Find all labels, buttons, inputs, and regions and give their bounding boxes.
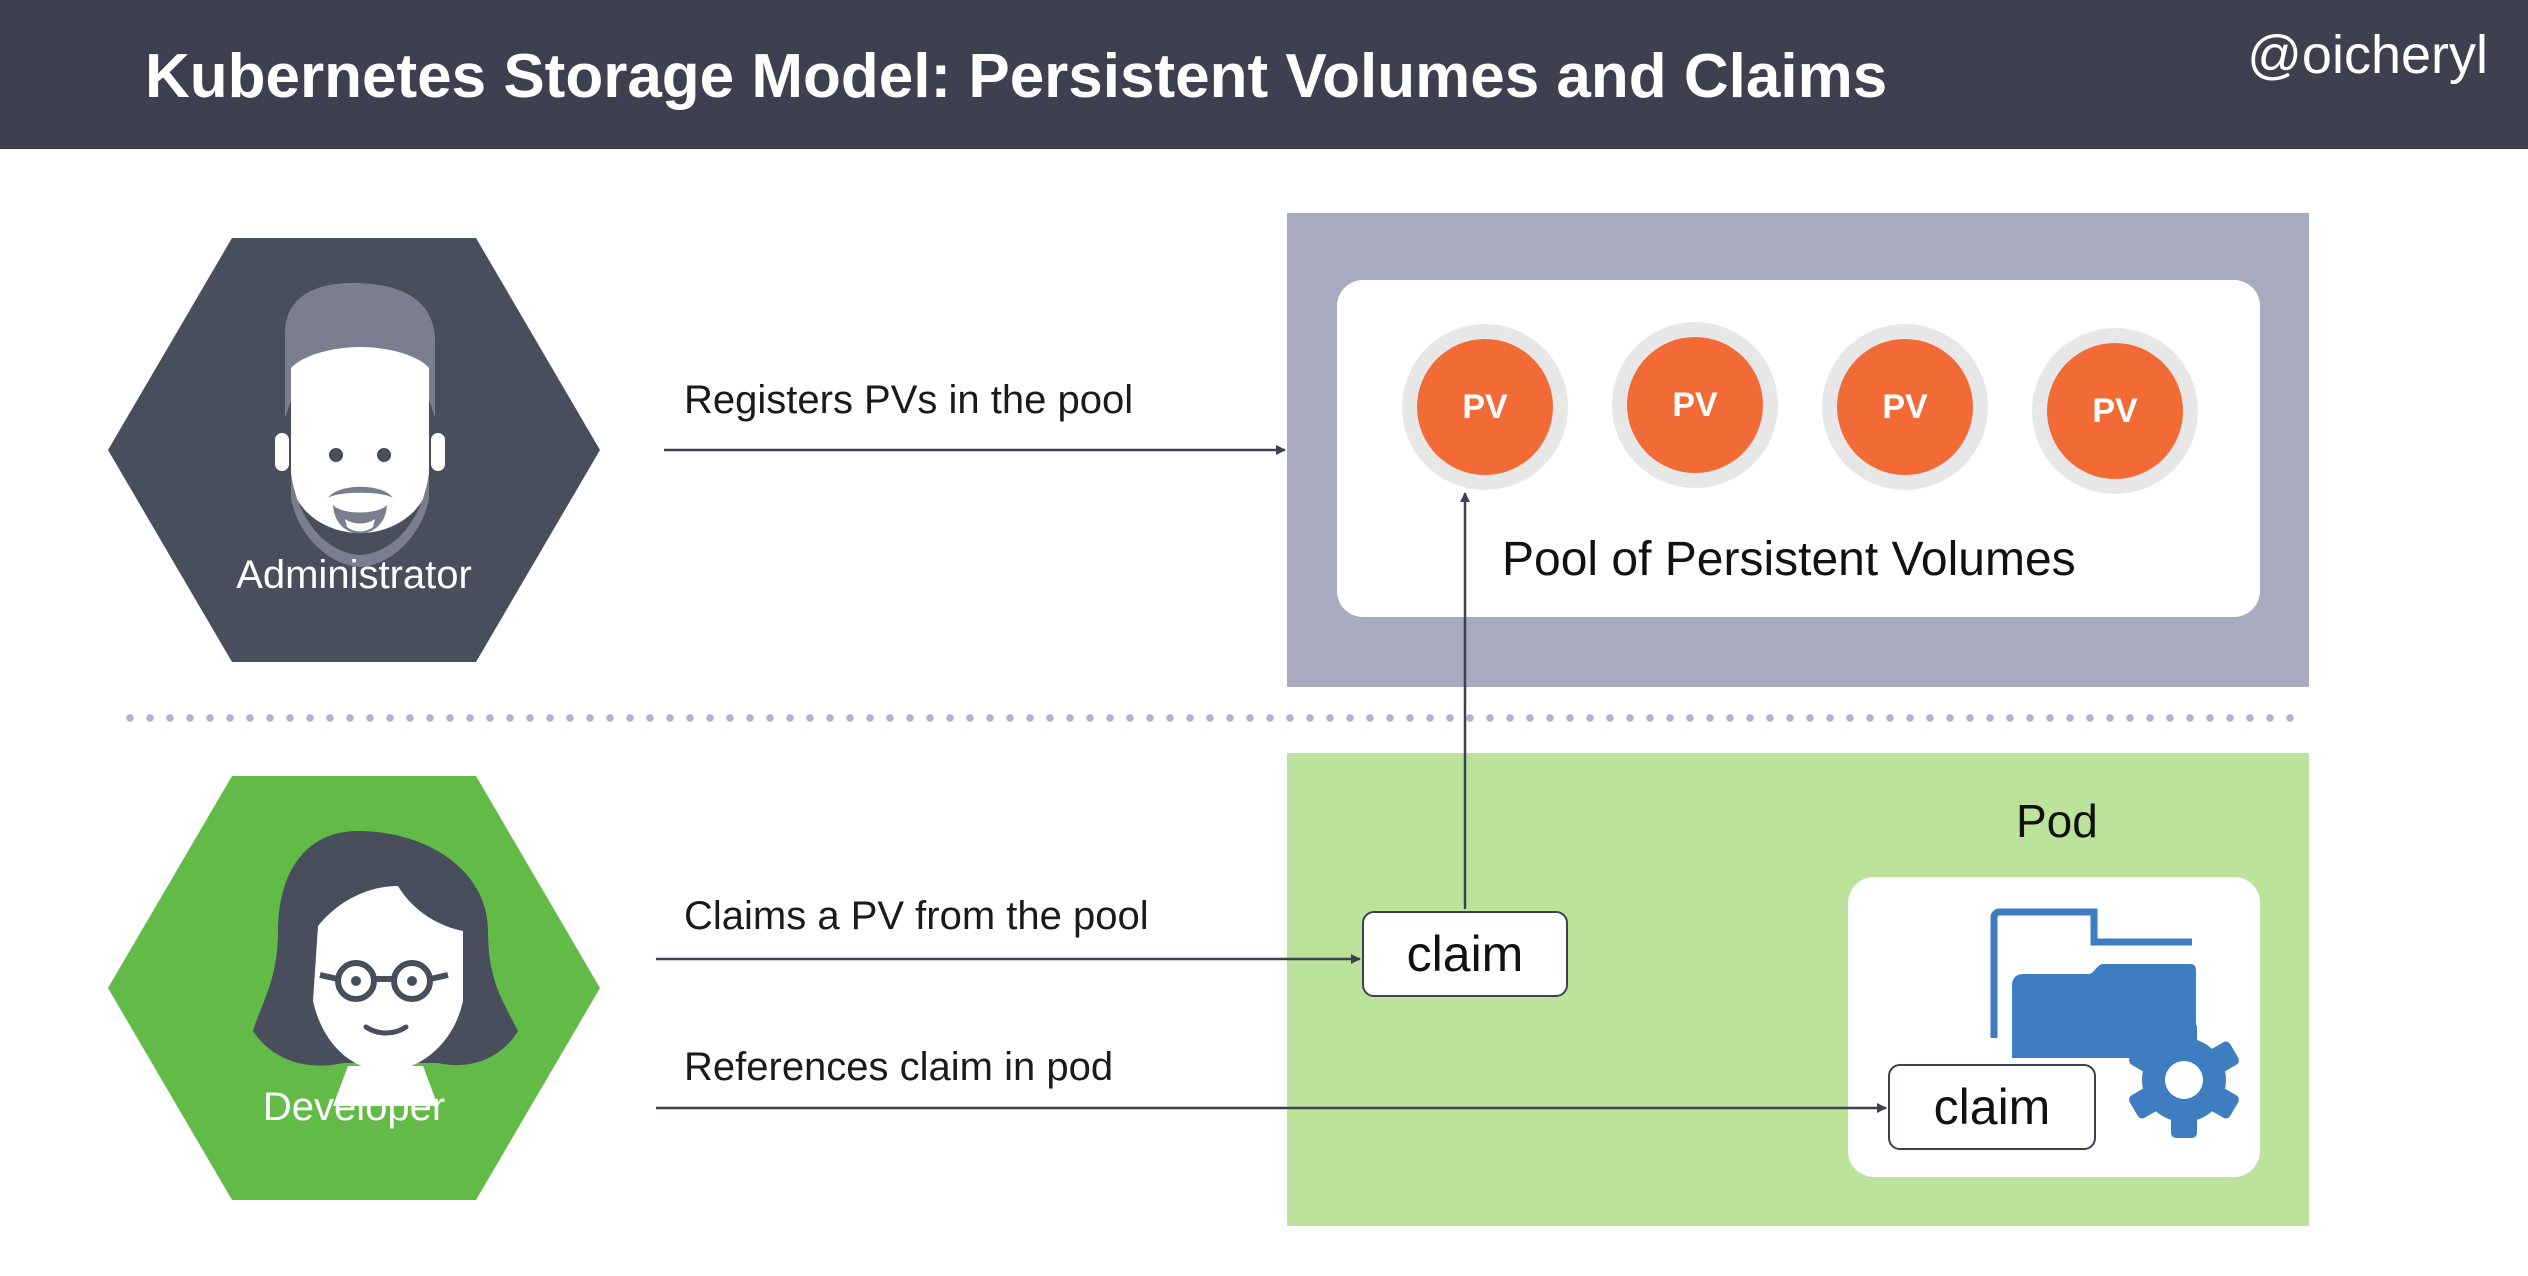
header-bar [0,0,2528,149]
pv-volume: PV [1402,324,1568,490]
section-divider [120,714,2300,722]
pod-claim-box: claim [1888,1064,2096,1150]
pv-label: PV [1837,339,1973,475]
reference-arrow-label: References claim in pod [684,1045,1114,1089]
folder-gear-icon [1990,908,2239,1138]
author-handle: @oicheryl [2247,25,2488,85]
administrator-avatar-icon [275,283,445,567]
developer-avatar-icon [253,831,518,1106]
claim-arrow-label: Claims a PV from the pool [684,894,1149,938]
claim-box: claim [1362,911,1568,997]
page-title: Kubernetes Storage Model: Persistent Vol… [145,42,1888,111]
pv-label: PV [1417,339,1553,475]
developer-label: Developer [262,1085,446,1129]
pv-label: PV [1627,337,1763,473]
pv-volume: PV [1822,324,1988,490]
pv-volume: PV [2032,328,2198,494]
pv-label: PV [2047,343,2183,479]
register-arrow-label: Registers PVs in the pool [684,378,1134,422]
developer-hexagon [108,776,600,1200]
pod-label: Pod [2016,795,2098,847]
administrator-hexagon [108,238,600,662]
administrator-label: Administrator [236,553,472,597]
pv-volume: PV [1612,322,1778,488]
pool-label: Pool of Persistent Volumes [1502,533,2076,586]
